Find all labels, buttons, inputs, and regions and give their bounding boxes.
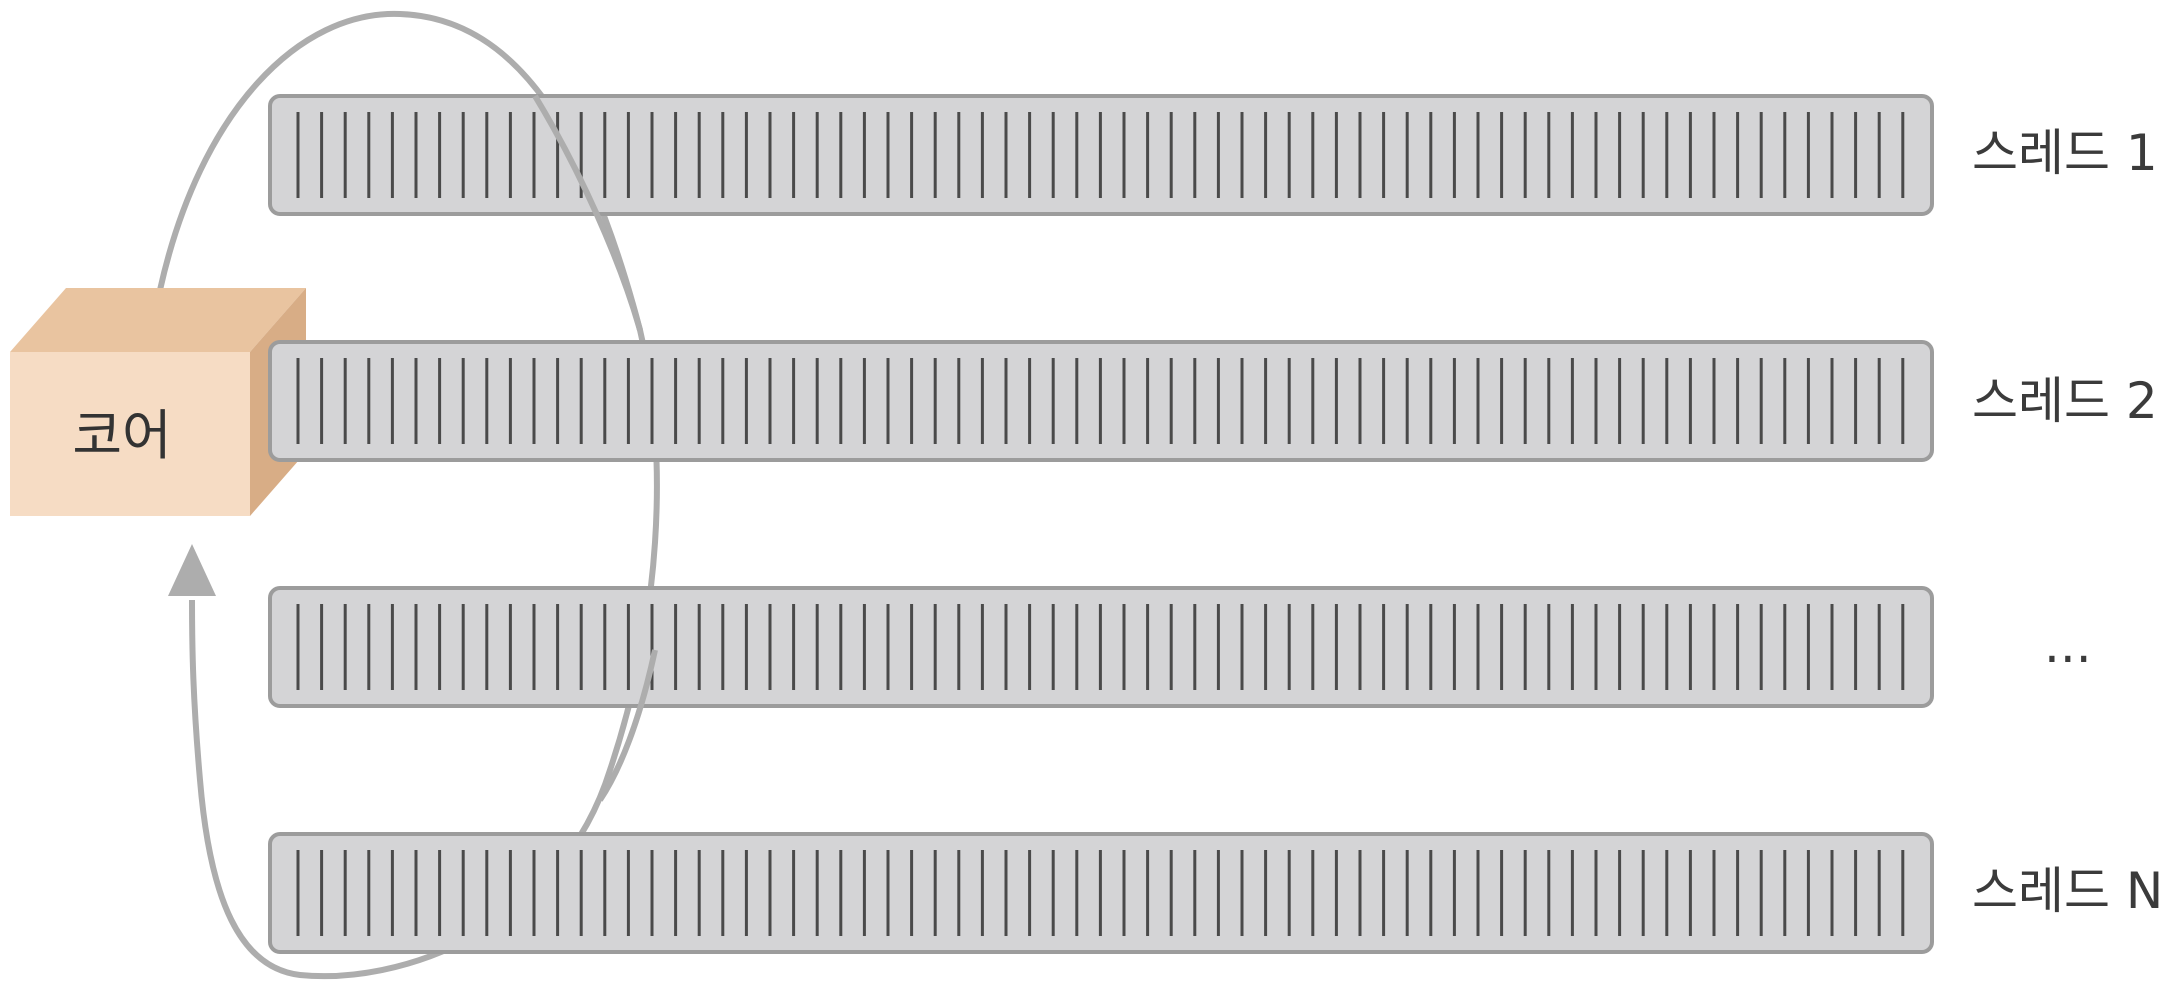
thread-label-2: 스레드 2 <box>1972 372 2158 430</box>
thread-bar-3 <box>268 586 1934 708</box>
cycle-arrowhead <box>168 544 216 596</box>
thread-label-ellipsis: ... <box>2044 616 2092 674</box>
thread-bar-1 <box>268 94 1934 216</box>
thread-bars <box>268 94 1934 954</box>
thread-label-n: 스레드 N <box>1972 862 2163 920</box>
thread-bar-4 <box>268 832 1934 954</box>
thread-labels: 스레드 1 스레드 2 ... 스레드 N <box>1972 124 2163 920</box>
cycle-loop-front-upper <box>532 94 643 331</box>
thread-label-1: 스레드 1 <box>1972 124 2158 182</box>
thread-bar-2 <box>268 340 1934 462</box>
cycle-loop-front <box>532 94 658 802</box>
core-cube-top <box>10 288 306 352</box>
core-cube-front <box>10 352 250 516</box>
core-cube: 코어 <box>10 288 306 516</box>
cycle-loop-front-lower <box>597 649 658 802</box>
core-label: 코어 <box>72 404 171 467</box>
